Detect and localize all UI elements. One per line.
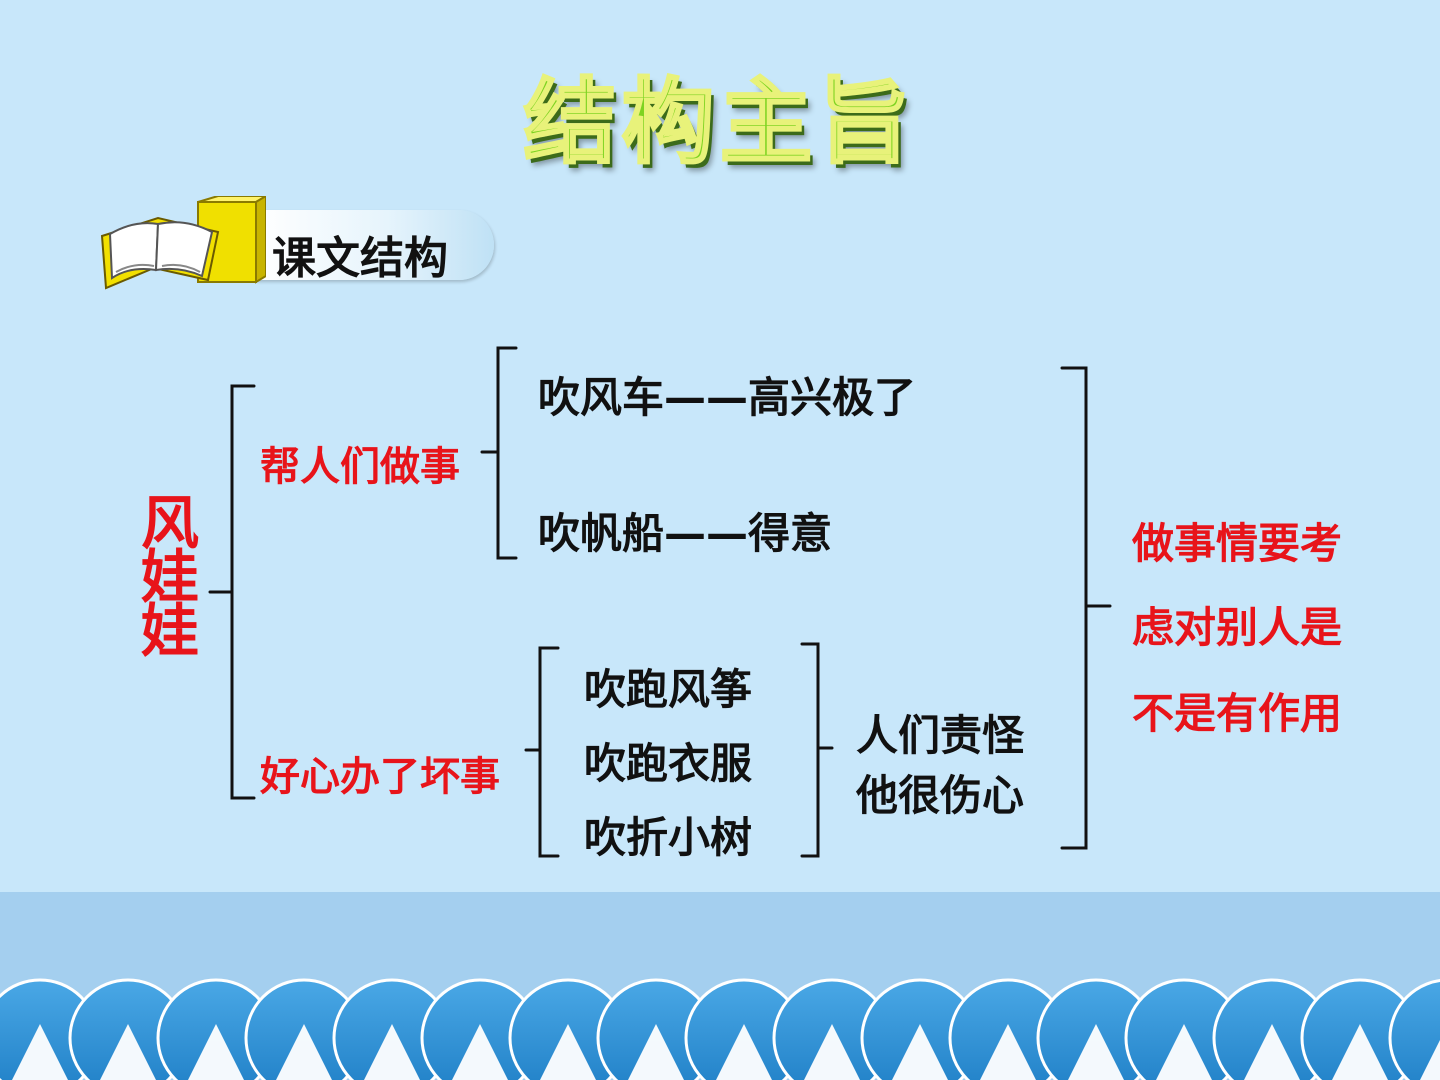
wave-triangle xyxy=(452,1024,508,1080)
item-tree: 吹折小树 xyxy=(584,813,753,862)
branch2-close-bracket xyxy=(800,642,834,858)
wave-triangle xyxy=(188,1024,244,1080)
wave-triangle xyxy=(1332,1024,1388,1080)
conclusion-line-1: 做事情要考 xyxy=(1132,519,1343,568)
wave-circle xyxy=(1388,979,1440,1080)
item-clothes: 吹跑衣服 xyxy=(584,739,753,788)
result-line-2: 他很伤心 xyxy=(856,771,1025,820)
branch-label-help: 帮人们做事 xyxy=(260,444,460,490)
wave-triangle xyxy=(1244,1024,1300,1080)
branch-label-harm: 好心办了坏事 xyxy=(260,754,500,800)
wave-triangle xyxy=(100,1024,156,1080)
wave-triangle xyxy=(980,1024,1036,1080)
wave-triangle xyxy=(1068,1024,1124,1080)
wave-triangle xyxy=(1156,1024,1212,1080)
wave-triangle xyxy=(12,1024,68,1080)
open-book-icon xyxy=(100,196,266,290)
slide-title: 结构主旨 xyxy=(522,68,916,178)
root-bracket xyxy=(208,384,256,800)
wave-triangle xyxy=(628,1024,684,1080)
branch2-bracket xyxy=(524,646,560,858)
section-tab xyxy=(256,210,494,280)
diagram-connectors xyxy=(208,346,1112,858)
conclusion-bracket xyxy=(1060,366,1112,850)
wave-decoration xyxy=(0,978,1440,1080)
item-sailboat: 吹帆船——得意 xyxy=(538,509,833,558)
wave-triangle xyxy=(540,1024,596,1080)
conclusion-line-3: 不是有作用 xyxy=(1132,689,1343,738)
wave-triangle xyxy=(804,1024,860,1080)
wave-triangle xyxy=(892,1024,948,1080)
wave-triangle xyxy=(716,1024,772,1080)
wave-triangle xyxy=(364,1024,420,1080)
wave-triangle xyxy=(1420,1040,1440,1080)
wave-triangle xyxy=(276,1024,332,1080)
item-windmill: 吹风车——高兴极了 xyxy=(538,373,917,422)
item-kite: 吹跑风筝 xyxy=(584,665,753,714)
section-label: 课文结构 xyxy=(272,233,448,284)
branch1-bracket xyxy=(480,346,518,560)
conclusion-line-2: 虑对别人是 xyxy=(1132,603,1343,652)
result-line-1: 人们责怪 xyxy=(856,711,1025,760)
root-node: 风娃娃 xyxy=(131,492,199,654)
